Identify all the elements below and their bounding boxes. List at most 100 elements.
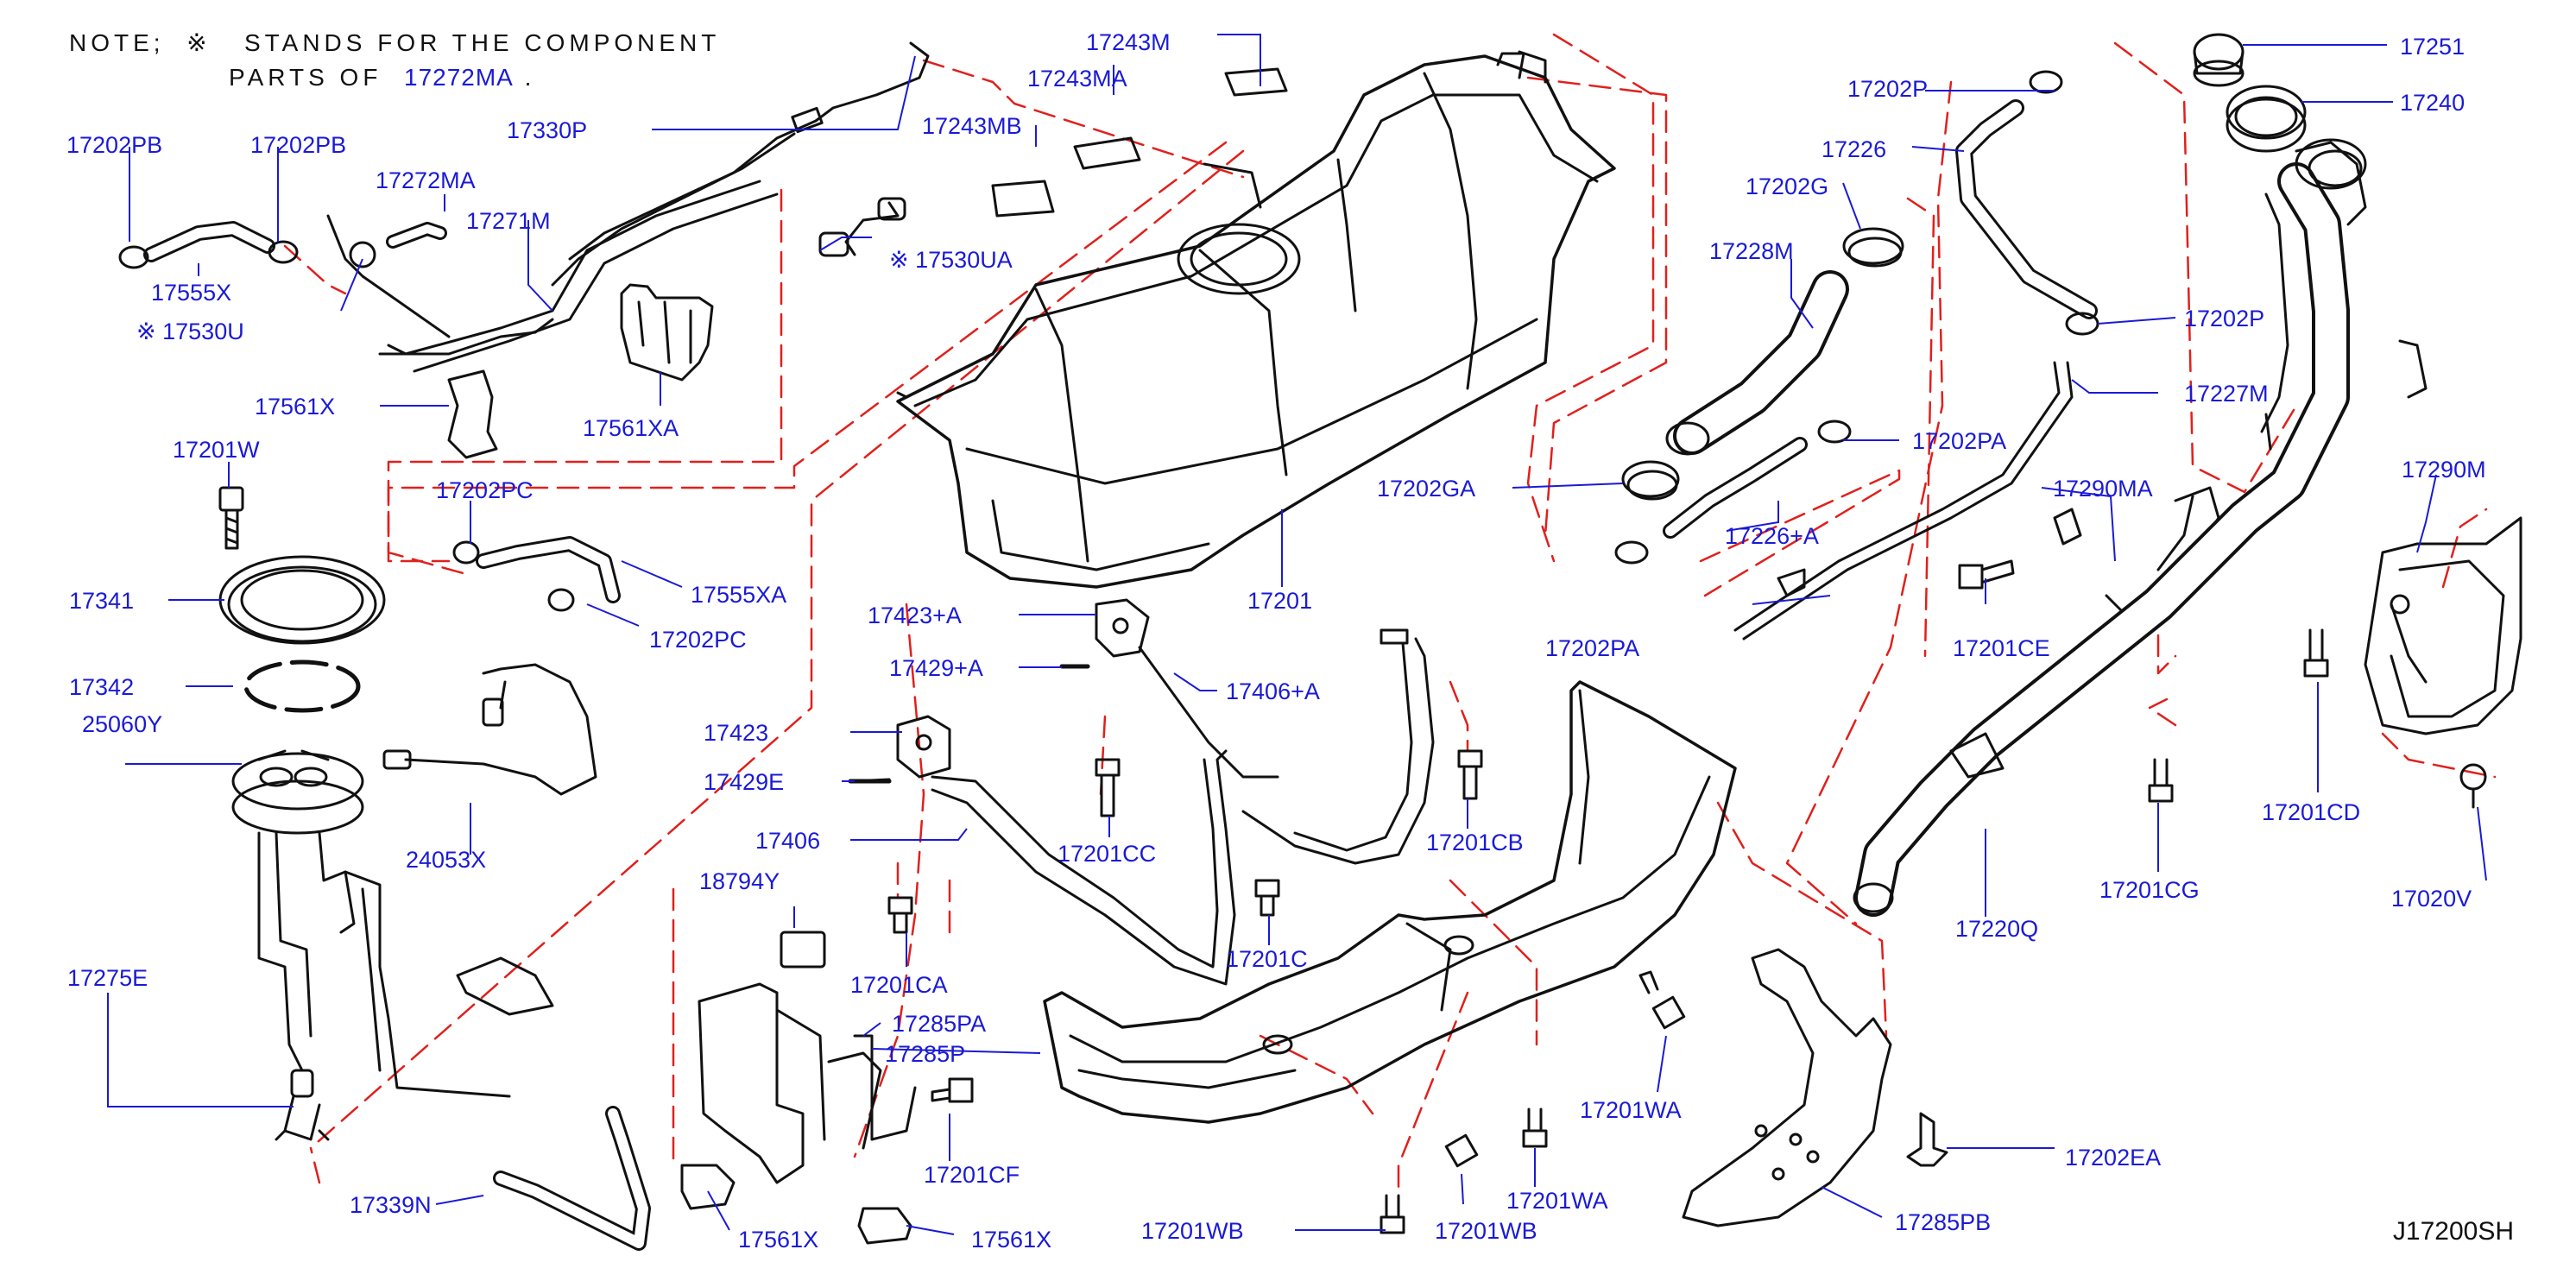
part-label-17330p: 17330P — [507, 117, 587, 143]
part-label-17220q: 17220Q — [1955, 916, 2038, 942]
part-label-17202pa: 17202PA — [1912, 428, 2006, 454]
part-label-18794y: 18794Y — [699, 868, 780, 894]
lock-ring-17341 — [218, 555, 386, 645]
part-label-17271m: 17271M — [466, 208, 551, 234]
protector-17285pb — [1682, 948, 1892, 1227]
part-label-17201cd: 17201CD — [2262, 799, 2360, 825]
bolt-17201wb-a — [1380, 1194, 1405, 1234]
part-label-17406: 17406 — [755, 828, 820, 854]
part-label-17202ea: 17202EA — [2065, 1145, 2161, 1171]
part-label-17202ga: 17202GA — [1377, 476, 1475, 502]
part-label-17530u: ※ 17530U — [136, 319, 244, 344]
note-prefix: NOTE; — [69, 29, 165, 56]
part-label-17227m: 17227M — [2184, 381, 2269, 407]
part-label-17342: 17342 — [69, 674, 134, 700]
hose-17272ma — [349, 222, 447, 268]
bolt-17201c — [1254, 879, 1280, 917]
vent-hose-17226 — [1955, 70, 2099, 336]
clip-17020v — [2459, 763, 2487, 809]
part-label-17202pb-b: 17202PB — [250, 132, 346, 158]
part-label-17201cb: 17201CB — [1426, 830, 1524, 855]
part-label-17202pc-b: 17202PC — [649, 627, 747, 653]
bolt-17201w — [218, 486, 244, 550]
part-label-17290ma: 17290MA — [2053, 476, 2153, 502]
clips-17561x-bottom — [680, 1164, 912, 1245]
leader-lines — [107, 34, 2487, 1235]
brackets-17285pa — [698, 931, 917, 1184]
part-label-17530ua: ※ 17530UA — [889, 247, 1013, 273]
part-label-17226: 17226 — [1822, 136, 1886, 162]
fuel-pipe-assembly — [326, 41, 930, 373]
wire-harness-24053x — [382, 663, 597, 796]
hose-17555x — [118, 221, 299, 269]
bolt-17201cb — [1457, 749, 1483, 800]
part-label-17561x-b2: 17561X — [971, 1227, 1051, 1253]
legend-note: NOTE; ※ STANDS FOR THE COMPONENT PARTS O… — [69, 26, 720, 95]
part-label-17201wb-b: 17201WB — [1435, 1218, 1537, 1244]
hose-17228m — [1665, 270, 1849, 456]
bracket-17423a — [1059, 598, 1279, 779]
clamp-17202ga — [1621, 460, 1680, 501]
bolt-17201wa-b — [1522, 1107, 1548, 1148]
part-label-17272ma: 17272MA — [376, 167, 476, 193]
skid-plate-17285p — [1043, 680, 1737, 1124]
part-label-17020v: 17020V — [2391, 886, 2472, 912]
fuel-tank — [896, 50, 1616, 589]
part-label-24053x: 24053X — [406, 847, 486, 873]
vent-tube-17227m — [1733, 361, 2074, 640]
bracket-17561xa — [620, 283, 714, 382]
part-label-17555x: 17555X — [151, 280, 231, 306]
part-label-17285pb: 17285PB — [1895, 1209, 1991, 1235]
note-ref: 17272MA — [404, 64, 514, 91]
part-label-17202pb-a: 17202PB — [66, 132, 162, 158]
part-label-17429e: 17429E — [704, 769, 784, 795]
part-label-17275e: 17275E — [67, 965, 148, 991]
part-label-17561xa: 17561XA — [583, 415, 679, 441]
o-ring-17342 — [243, 659, 361, 713]
part-label-17201w: 17201W — [173, 437, 260, 463]
part-label-17202pc-a: 17202PC — [436, 477, 534, 503]
filler-neck-17240 — [2226, 85, 2428, 399]
bolt-17201cc — [1095, 758, 1121, 817]
part-label-17201wa-a: 17201WA — [1580, 1097, 1682, 1123]
part-label-17240: 17240 — [2400, 90, 2465, 116]
part-label-17406-a: 17406+A — [1226, 678, 1320, 704]
bolt-17201wa-a — [1638, 970, 1686, 1030]
hose-17555xa — [452, 536, 621, 612]
bolt-17429e — [849, 778, 891, 783]
part-label-17201cg: 17201CG — [2099, 877, 2200, 903]
filler-lid-17290m — [2364, 516, 2522, 735]
bolt-17201cf — [931, 1077, 974, 1103]
bolt-17201cd — [2303, 628, 2329, 678]
part-label-17202g: 17202G — [1746, 174, 1828, 199]
part-label-17561x-top: 17561X — [255, 394, 335, 420]
tank-straps — [931, 628, 1435, 986]
part-label-17555xa: 17555XA — [691, 582, 786, 608]
bolt-17201wb-b — [1444, 1133, 1479, 1168]
part-label-25060y: 25060Y — [82, 711, 162, 737]
part-label-17226-a: 17226+A — [1725, 523, 1819, 549]
part-label-17243mb: 17243MB — [922, 113, 1022, 139]
cap-17251 — [2193, 33, 2245, 87]
bracket-17423 — [848, 715, 951, 784]
clip-17561x — [447, 369, 498, 459]
part-label-17290m: 17290M — [2402, 457, 2486, 483]
part-label-17202p-b: 17202P — [2184, 306, 2264, 331]
part-label-17201wb-a: 17201WB — [1141, 1218, 1244, 1244]
bolt-17201cg — [2148, 758, 2174, 803]
part-label-17243m: 17243M — [1086, 29, 1171, 55]
note-text-a: STANDS FOR THE COMPONENT — [243, 29, 721, 56]
part-label-17201: 17201 — [1247, 588, 1312, 614]
part-label-17201ca: 17201CA — [850, 972, 948, 998]
hose-17339n — [493, 1106, 651, 1251]
clip-17202ea — [1906, 1112, 1948, 1167]
diagram-reference-id: J17200SH — [2392, 1217, 2514, 1246]
bolts — [849, 559, 2329, 1234]
part-label-17339n: 17339N — [350, 1192, 432, 1218]
part-label-17341: 17341 — [69, 588, 134, 614]
part-label-17561x-b1: 17561X — [738, 1227, 818, 1253]
part-label-17201wa-b: 17201WA — [1506, 1188, 1608, 1214]
part-label-17201c: 17201C — [1226, 946, 1308, 972]
